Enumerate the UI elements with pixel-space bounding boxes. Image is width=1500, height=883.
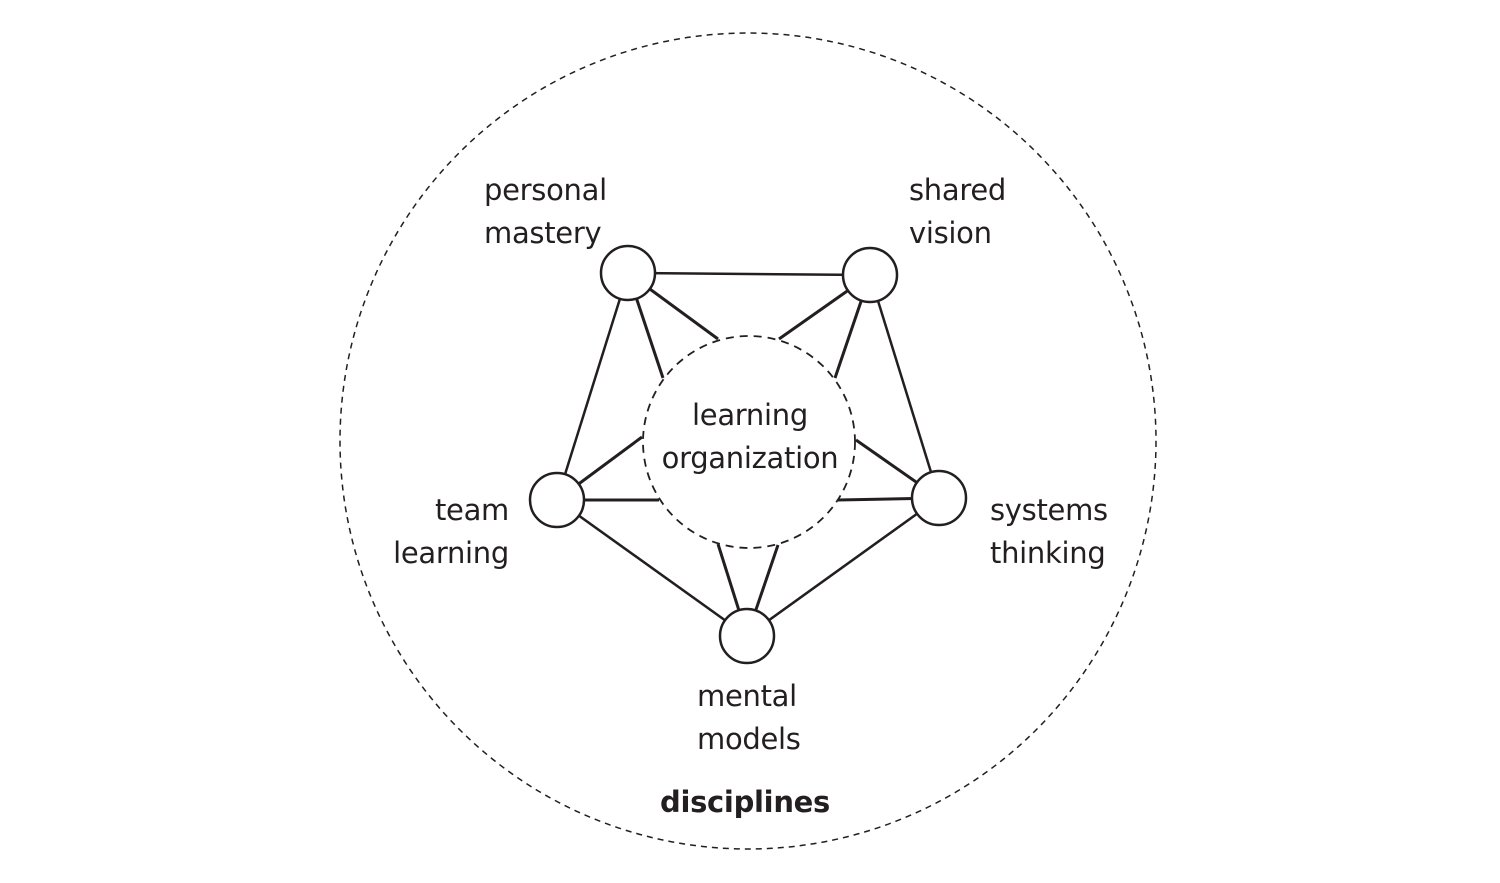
node-team-learning xyxy=(528,471,586,529)
pentagon-edges xyxy=(555,271,941,638)
outer-disciplines-boundary xyxy=(339,32,1157,850)
label-line: vision xyxy=(909,216,992,250)
center-label: learning organization xyxy=(630,394,870,480)
node-personal-mastery xyxy=(599,244,657,302)
label-line: models xyxy=(697,722,801,756)
inner-learning-organization-boundary xyxy=(642,335,856,549)
label-line: shared xyxy=(909,173,1006,207)
label-line: team xyxy=(434,493,509,527)
label-mental-models: mental models xyxy=(697,675,801,761)
node-mental-models xyxy=(718,607,776,665)
center-label-line2: organization xyxy=(661,441,839,475)
label-personal-mastery: personal mastery xyxy=(484,169,607,255)
label-line: mastery xyxy=(484,216,602,250)
edge-st-mm xyxy=(746,496,940,638)
label-line: personal xyxy=(484,173,607,207)
label-line: learning xyxy=(393,536,509,570)
label-line: thinking xyxy=(990,536,1106,570)
label-line: mental xyxy=(697,679,797,713)
label-shared-vision: shared vision xyxy=(909,169,1006,255)
label-team-learning: team learning xyxy=(350,489,509,575)
label-systems-thinking: systems thinking xyxy=(990,489,1108,575)
edge-mm-tl xyxy=(556,498,748,638)
edge-pm-sv xyxy=(627,271,871,277)
node-systems-thinking xyxy=(910,469,968,527)
edge-tl-pm xyxy=(555,272,630,501)
node-shared-vision xyxy=(841,246,899,304)
disciplines-label: disciplines xyxy=(659,785,830,819)
label-line: systems xyxy=(990,493,1108,527)
edge-sv-st xyxy=(868,274,941,499)
center-label-line1: learning xyxy=(692,398,808,432)
